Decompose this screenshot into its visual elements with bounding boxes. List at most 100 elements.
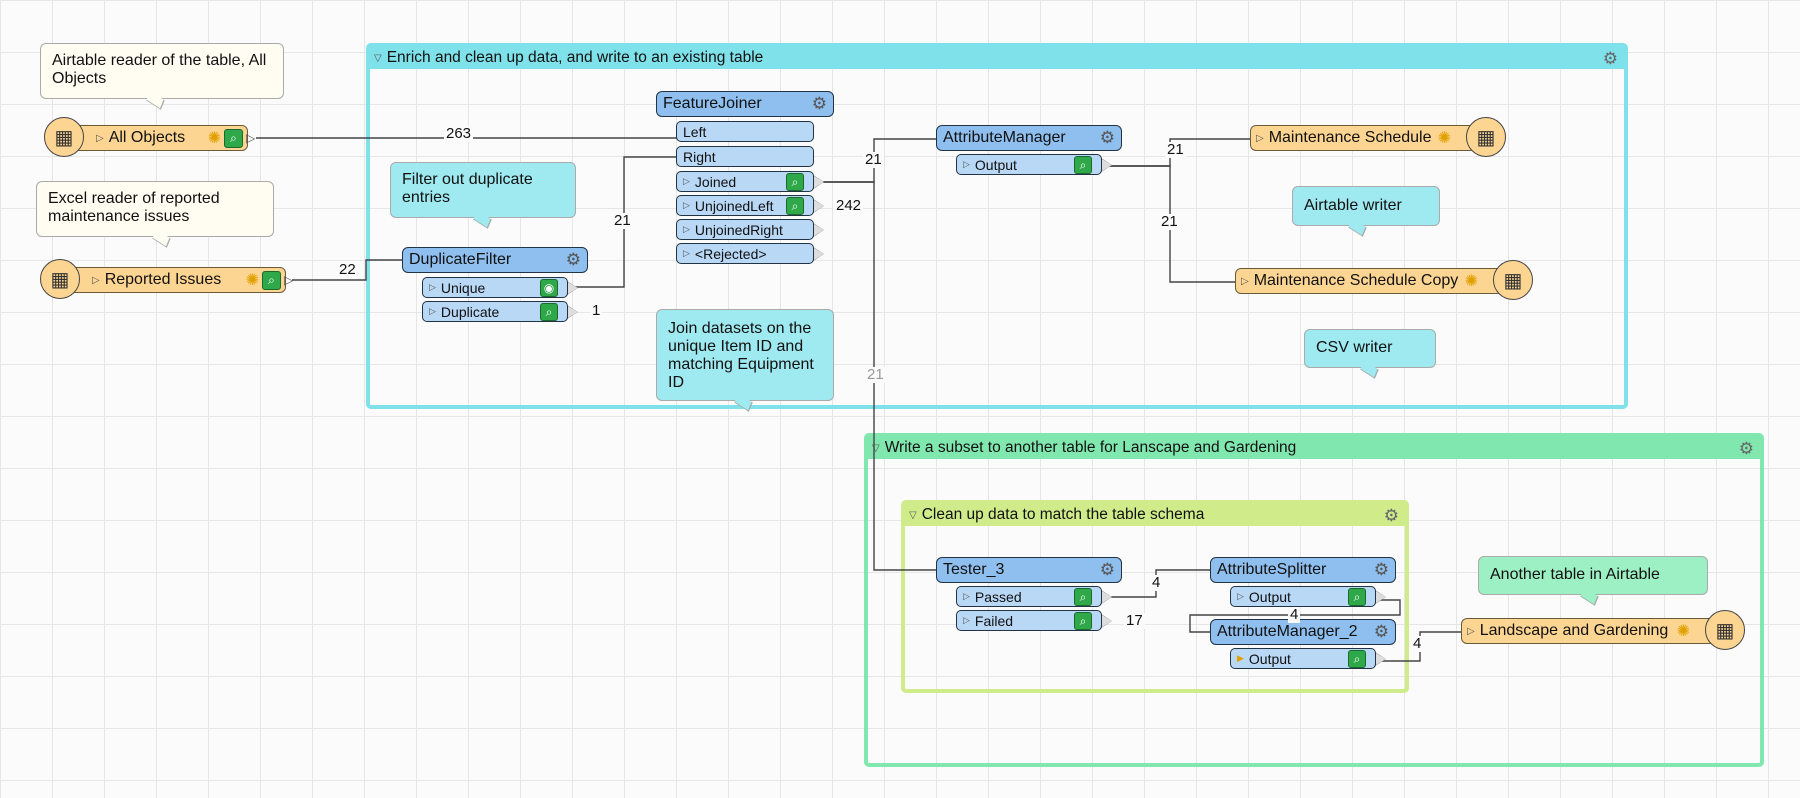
writer-settings-icon[interactable]: ✺ — [1437, 130, 1451, 147]
port-passed[interactable]: ▷ Passed ⌕ — [956, 586, 1112, 607]
port-unjoined-right[interactable]: ▷ UnjoinedRight — [676, 219, 824, 240]
bookmark-cleanup[interactable]: ▽ Clean up data to match the table schem… — [901, 500, 1409, 693]
output-port-icon[interactable] — [567, 305, 578, 319]
annotation-csv-writer[interactable]: CSV writer — [1304, 329, 1436, 368]
transformer-header[interactable]: DuplicateFilter ⚙ — [402, 247, 588, 273]
transformer-header[interactable]: AttributeManager ⚙ — [936, 125, 1122, 151]
reader-all-objects-label: All Objects — [108, 129, 186, 146]
gear-icon[interactable]: ⚙ — [1602, 49, 1618, 68]
bookmark-cleanup-header[interactable]: ▽ Clean up data to match the table schem… — [905, 504, 1405, 526]
writer-maintenance-schedule-body[interactable]: ▷ Maintenance Schedule ✺ — [1250, 125, 1476, 151]
writer-maintenance-schedule-label: Maintenance Schedule — [1268, 129, 1432, 146]
port-rejected[interactable]: ▷ <Rejected> — [676, 243, 824, 264]
transformer-duplicate-filter[interactable]: DuplicateFilter ⚙ ▷ Unique ◉ ▷ Duplicate… — [402, 247, 588, 322]
port-duplicate[interactable]: ▷ Duplicate ⌕ — [422, 301, 578, 322]
reader-all-objects-body[interactable]: ▷ All Objects ✺ ⌕ — [68, 125, 248, 151]
gear-icon[interactable]: ⚙ — [811, 94, 827, 113]
inspect-eye-icon[interactable]: ◉ — [540, 279, 558, 297]
reader-settings-icon[interactable]: ✺ — [207, 130, 221, 147]
count-passed: 4 — [1150, 574, 1163, 591]
port-unjoined-left[interactable]: ▷ UnjoinedLeft ⌕ — [676, 195, 824, 216]
wire-reported-dupfilter[interactable] — [292, 259, 404, 281]
count-failed: 17 — [1124, 612, 1145, 629]
transformer-attribute-splitter[interactable]: AttributeSplitter ⚙ ▷ Output ⌕ — [1210, 557, 1396, 607]
input-port-icon[interactable]: ▷ — [1241, 275, 1249, 287]
bookmark-subset[interactable]: ▽ Write a subset to another table for La… — [864, 433, 1764, 767]
inspect-icon[interactable]: ⌕ — [1348, 650, 1366, 668]
port-failed[interactable]: ▷ Failed ⌕ — [956, 610, 1112, 631]
annotation-airtable-reader[interactable]: Airtable reader of the table, All Object… — [40, 43, 284, 99]
gear-icon[interactable]: ⚙ — [1099, 560, 1115, 579]
output-port-icon[interactable]: ▷ — [284, 273, 294, 287]
transformer-header[interactable]: FeatureJoiner ⚙ — [656, 91, 834, 117]
annotation-airtable-writer[interactable]: Airtable writer — [1292, 186, 1440, 226]
writer-landscape-gardening-body[interactable]: ▷ Landscape and Gardening ✺ — [1461, 618, 1715, 644]
port-label: Joined — [694, 173, 737, 190]
transformer-attribute-manager[interactable]: AttributeManager ⚙ ▷ Output ⌕ — [936, 125, 1122, 175]
writer-landscape-gardening[interactable]: ▷ Landscape and Gardening ✺ ▦ — [1459, 610, 1747, 650]
port-output[interactable]: ▷ Output ⌕ — [1230, 586, 1386, 607]
reader-reported-issues[interactable]: ▷ Reported Issues ✺ ⌕ ▦ ▷ — [40, 259, 296, 299]
input-port-icon[interactable]: ▷ — [1467, 625, 1475, 637]
bookmark-subset-header[interactable]: ▽ Write a subset to another table for La… — [868, 437, 1760, 459]
inspect-icon[interactable]: ⌕ — [786, 197, 804, 215]
gear-icon[interactable]: ⚙ — [565, 250, 581, 269]
output-port-icon[interactable] — [1375, 590, 1386, 604]
output-port-icon[interactable] — [1101, 158, 1112, 172]
output-port-icon[interactable] — [813, 223, 824, 237]
port-unique[interactable]: ▷ Unique ◉ — [422, 277, 578, 298]
collapse-triangle-icon[interactable]: ▽ — [909, 509, 917, 521]
inspect-icon[interactable]: ⌕ — [786, 173, 804, 191]
input-port-icon[interactable]: ▷ — [1256, 132, 1264, 144]
input-port-left[interactable]: Left — [676, 121, 814, 142]
output-port-icon[interactable] — [813, 175, 824, 189]
transformer-header[interactable]: AttributeSplitter ⚙ — [1210, 557, 1396, 583]
output-port-icon[interactable] — [1101, 614, 1112, 628]
gear-icon[interactable]: ⚙ — [1099, 128, 1115, 147]
inspect-icon[interactable]: ⌕ — [1074, 588, 1092, 606]
writer-settings-icon[interactable]: ✺ — [1464, 273, 1478, 290]
inspect-icon[interactable]: ⌕ — [224, 128, 243, 148]
reader-settings-icon[interactable]: ✺ — [245, 272, 259, 289]
inspect-icon[interactable]: ⌕ — [1074, 612, 1092, 630]
gear-icon[interactable]: ⚙ — [1383, 506, 1399, 525]
collapse-triangle-icon[interactable]: ▽ — [374, 52, 382, 64]
input-port-right[interactable]: Right — [676, 146, 814, 167]
gear-icon[interactable]: ⚙ — [1373, 560, 1389, 579]
bookmark-enrich[interactable]: ▽ Enrich and clean up data, and write to… — [366, 43, 1628, 409]
inspect-icon[interactable]: ⌕ — [540, 303, 558, 321]
output-port-icon[interactable] — [813, 199, 824, 213]
inspect-icon[interactable]: ⌕ — [1348, 588, 1366, 606]
output-port-icon[interactable]: ▷ — [246, 131, 256, 145]
writer-maintenance-schedule-copy-body[interactable]: ▷ Maintenance Schedule Copy ✺ — [1235, 268, 1503, 294]
inspect-icon[interactable]: ⌕ — [262, 270, 281, 290]
annotation-another-table[interactable]: Another table in Airtable — [1478, 556, 1708, 595]
writer-settings-icon[interactable]: ✺ — [1676, 623, 1690, 640]
output-port-icon[interactable] — [567, 281, 578, 295]
annotation-text: Excel reader of reported maintenance iss… — [48, 190, 220, 225]
inspect-icon[interactable]: ⌕ — [1074, 156, 1092, 174]
gear-icon[interactable]: ⚙ — [1738, 439, 1754, 458]
transformer-attribute-manager-2[interactable]: AttributeManager_2 ⚙ ▶ Output ⌕ — [1210, 619, 1396, 669]
annotation-filter-duplicates[interactable]: Filter out duplicate entries — [390, 162, 576, 218]
port-output[interactable]: ▷ Output ⌕ — [956, 154, 1112, 175]
annotation-join[interactable]: Join datasets on the unique Item ID and … — [656, 309, 834, 401]
output-port-icon[interactable] — [1375, 652, 1386, 666]
writer-maintenance-schedule-copy[interactable]: ▷ Maintenance Schedule Copy ✺ ▦ — [1233, 260, 1535, 300]
annotation-excel-reader[interactable]: Excel reader of reported maintenance iss… — [36, 181, 274, 237]
transformer-tester[interactable]: Tester_3 ⚙ ▷ Passed ⌕ ▷ Failed ⌕ — [936, 557, 1122, 631]
collapse-triangle-icon[interactable]: ▽ — [872, 442, 880, 454]
gear-icon[interactable]: ⚙ — [1373, 622, 1389, 641]
bookmark-enrich-header[interactable]: ▽ Enrich and clean up data, and write to… — [370, 47, 1624, 69]
transformer-header[interactable]: AttributeManager_2 ⚙ — [1210, 619, 1396, 645]
reader-all-objects[interactable]: ▷ All Objects ✺ ⌕ ▦ ▷ — [44, 117, 258, 157]
transformer-feature-joiner[interactable]: FeatureJoiner ⚙ Left Right ▷ Joined ⌕ ▷ … — [656, 91, 834, 264]
transformer-header[interactable]: Tester_3 ⚙ — [936, 557, 1122, 583]
port-output[interactable]: ▶ Output ⌕ — [1230, 648, 1386, 669]
writer-maintenance-schedule[interactable]: ▷ Maintenance Schedule ✺ ▦ — [1248, 117, 1508, 157]
output-port-icon[interactable] — [813, 247, 824, 261]
output-port-icon[interactable] — [1101, 590, 1112, 604]
port-label: Right — [683, 148, 716, 165]
port-joined[interactable]: ▷ Joined ⌕ — [676, 171, 824, 192]
reader-reported-issues-body[interactable]: ▷ Reported Issues ✺ ⌕ — [64, 267, 286, 293]
